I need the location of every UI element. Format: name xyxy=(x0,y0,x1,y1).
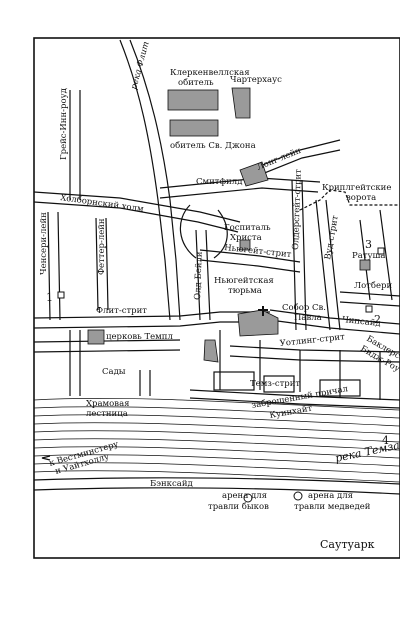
label-clerkenwell-2: обитель xyxy=(178,77,214,88)
long-lane xyxy=(249,139,341,179)
fetter-lane xyxy=(95,217,109,311)
marker-3-square xyxy=(377,247,385,255)
label-lothbury: Лотбери xyxy=(354,280,393,291)
label-cripplegate-1: Криплгейтские xyxy=(322,183,391,193)
smithfield-building xyxy=(239,161,269,187)
label-southwark: Саутуарк xyxy=(320,538,375,551)
cheapside xyxy=(269,309,400,335)
label-fetter-lane: Феттер-лейн xyxy=(97,218,107,275)
label-cheapside: Чипсайд xyxy=(342,315,381,329)
guildhall-building xyxy=(359,259,371,271)
label-clerkenwell-1: Клеркенвеллская xyxy=(170,68,250,78)
label-bull-arena-1: арена для xyxy=(222,491,267,501)
label-number-4: 4 xyxy=(382,434,389,447)
label-charterhouse: Чартерхаус xyxy=(230,75,282,85)
temple-church-building xyxy=(87,329,105,345)
streets xyxy=(33,39,400,409)
holborn xyxy=(33,191,241,233)
label-bear-arena-2: травли медведей xyxy=(294,502,371,512)
label-newgate-prison-2: тюрьма xyxy=(228,286,262,296)
thames-street xyxy=(189,389,400,409)
bankside-road xyxy=(33,477,400,495)
fleet-river-bank-e xyxy=(129,39,181,321)
label-fleet-street: Флит-стрит xyxy=(96,306,147,316)
thames-block-1 xyxy=(213,371,255,391)
block-lines xyxy=(219,330,381,400)
label-hospital-1: Госпиталь xyxy=(224,223,271,233)
label-st-paul-2: Павла xyxy=(294,313,322,323)
label-number-1: 1 xyxy=(46,291,53,304)
label-guildhall: Ратуша xyxy=(352,251,385,261)
label-bankside: Бэнксайд xyxy=(150,479,193,489)
label-temple-stairs-1: Храмовая xyxy=(86,399,130,409)
label-st-paul-1: Собор Св. xyxy=(282,302,326,313)
fleet-river-bank-w xyxy=(119,39,171,321)
label-bull-arena-2: травли быков xyxy=(208,501,269,512)
chancery-lane xyxy=(47,211,61,321)
label-temple-stairs-2: лестница xyxy=(86,409,128,419)
label-number-3: 3 xyxy=(365,238,372,251)
cross-icon xyxy=(258,306,268,316)
buildings xyxy=(87,87,371,363)
label-smithfield: Смитфилд xyxy=(196,177,242,187)
charterhouse-building xyxy=(231,87,251,119)
grays-inn-road xyxy=(69,90,81,200)
hospital-outline xyxy=(179,204,228,259)
label-newgate-prison-1: Ньюгейтская xyxy=(214,276,274,286)
lothbury xyxy=(339,291,400,307)
marker-1-square xyxy=(57,291,65,299)
gardens-path xyxy=(139,370,151,396)
arrow-left-icon xyxy=(41,455,51,461)
thames-river xyxy=(33,397,400,483)
marker-2-square xyxy=(365,305,373,313)
bear-arena-icon xyxy=(293,491,303,501)
label-chancery-lane: Ченсери-лейн xyxy=(39,212,49,275)
old-bailey xyxy=(195,229,211,321)
hospital-building xyxy=(239,239,251,251)
label-st-john: обитель Св. Джона xyxy=(170,140,256,151)
label-hospital-2: Христа xyxy=(230,233,262,243)
label-grays-inn-road: Грейс-Инн-роуд xyxy=(59,88,69,160)
map-frame xyxy=(33,37,400,559)
label-gardens: Сады xyxy=(102,367,126,377)
thames-block-3 xyxy=(319,379,361,397)
label-bear-arena-1: арена для xyxy=(308,491,353,501)
label-thames-street: Темз-стрит xyxy=(250,379,300,389)
label-aldersgate: Олдерсгейт-стрит xyxy=(291,169,304,250)
label-cripplegate-2: ворота xyxy=(346,193,376,203)
label-temple-church: церковь Темпл xyxy=(106,332,173,342)
ludgate-building xyxy=(203,339,219,363)
temple-street xyxy=(33,339,181,353)
bull-arena-icon xyxy=(243,493,253,503)
st-john-building xyxy=(169,119,219,137)
thames-block-2 xyxy=(263,375,295,393)
label-number-2: 2 xyxy=(374,313,381,326)
aldersgate-street xyxy=(291,179,307,331)
label-old-bailey: Олд-Бейли xyxy=(193,251,205,300)
clerkenwell-building xyxy=(167,89,219,111)
wood-street xyxy=(315,199,341,331)
